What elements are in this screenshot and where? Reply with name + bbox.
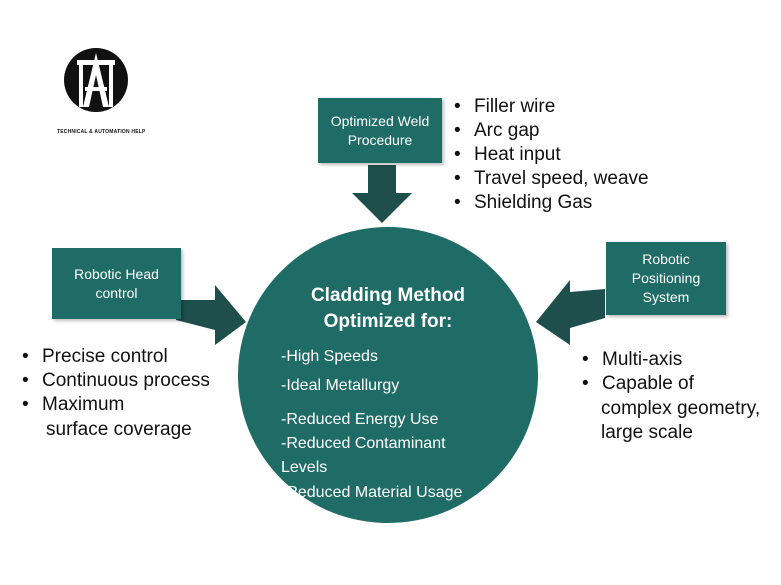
right-arrow-icon: [176, 285, 246, 345]
center-item-2: -Ideal Metallurgy: [281, 377, 400, 394]
head-bullets: Precise control Continuous process Maxim…: [20, 345, 210, 417]
weld-box-line1: Optimized Weld: [330, 112, 430, 129]
head-bullet: Continuous process: [20, 369, 210, 393]
weld-bullet: Travel speed, weave: [452, 167, 649, 191]
center-circle: [238, 227, 538, 523]
center-item-5: Levels: [281, 459, 328, 476]
center-title-line1: Cladding Method: [310, 285, 466, 306]
down-arrow-icon: [352, 165, 412, 223]
weld-bullets: Filler wire Arc gap Heat input Travel sp…: [452, 95, 649, 215]
positioning-box-line2: Positioning: [631, 270, 701, 286]
weld-bullet: Filler wire: [452, 95, 649, 119]
weld-bullet: Heat input: [452, 143, 649, 167]
head-box-line2: control: [95, 284, 138, 301]
center-item-4: -Reduced Contaminant: [281, 435, 446, 452]
head-bullet: Maximum: [20, 393, 210, 417]
center-item-3: -Reduced Energy Use: [281, 411, 439, 428]
positioning-bullet: Capable of: [580, 372, 694, 396]
positioning-continuation-1: complex geometry,: [601, 398, 761, 419]
positioning-bullets: Multi-axis Capable of: [580, 348, 694, 396]
weld-box-line2: Procedure: [347, 131, 413, 148]
logo-emblem-icon: [64, 48, 128, 112]
center-title-line2: Optimized for:: [323, 311, 453, 332]
head-bullet: Precise control: [20, 345, 210, 369]
logo-caption: TECHNICAL & AUTOMATION HELP: [57, 129, 146, 135]
left-arrow-icon: [536, 280, 605, 345]
robotic-positioning-box: Robotic Positioning System: [606, 242, 726, 315]
center-item-1: -High Speeds: [281, 348, 378, 365]
weld-bullet: Arc gap: [452, 119, 649, 143]
logo: TECHNICAL & AUTOMATION HELP: [55, 45, 145, 135]
positioning-box-line3: System: [642, 289, 690, 305]
robotic-head-box: Robotic Head control: [52, 248, 181, 319]
head-box-line1: Robotic Head: [74, 265, 159, 282]
head-bullet-continuation: surface coverage: [46, 419, 192, 440]
weld-bullet: Shielding Gas: [452, 191, 649, 215]
positioning-box-line1: Robotic: [642, 251, 690, 267]
weld-procedure-box: Optimized Weld Procedure: [318, 98, 442, 163]
positioning-bullet: Multi-axis: [580, 348, 694, 372]
positioning-continuation-2: large scale: [601, 422, 693, 443]
center-item-6: -Reduced Material Usage: [281, 484, 463, 501]
